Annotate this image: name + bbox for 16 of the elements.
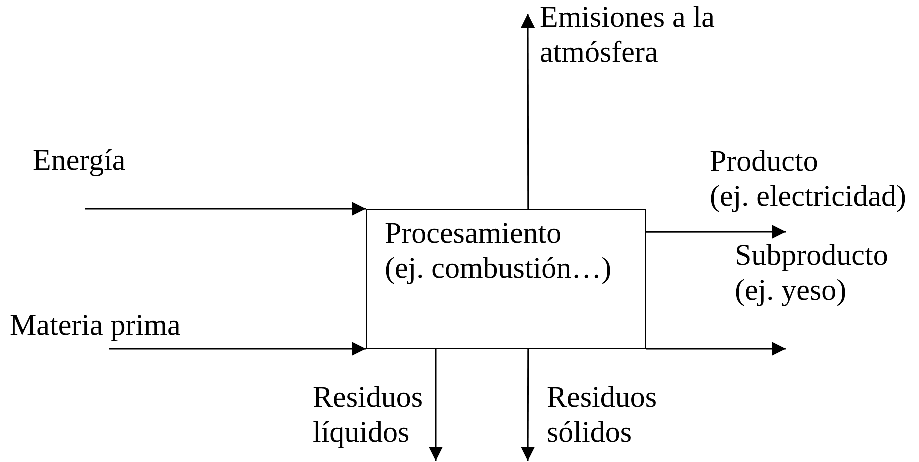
process-box	[366, 209, 646, 349]
flow-label: Energía	[33, 143, 126, 178]
arrow	[85, 202, 366, 216]
flow-label: Residuos líquidos	[313, 380, 424, 450]
arrow	[521, 349, 536, 461]
arrow	[109, 342, 366, 356]
process-label: Procesamiento (ej. combustión…)	[385, 216, 613, 286]
arrow	[521, 14, 536, 209]
flow-label: Emisiones a la atmósfera	[540, 0, 716, 70]
arrow	[646, 225, 786, 239]
flow-label: Residuos sólidos	[547, 380, 658, 450]
flow-label: Subproducto (ej. yeso)	[735, 238, 888, 308]
arrow	[429, 349, 443, 461]
flow-label: Producto (ej. electricidad)	[710, 144, 907, 214]
arrow	[646, 342, 786, 356]
flow-label: Materia prima	[10, 308, 181, 344]
